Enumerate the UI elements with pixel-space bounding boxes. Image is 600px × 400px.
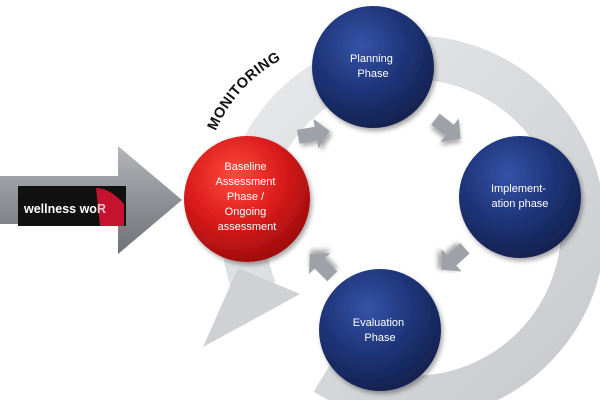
phase-implementation: Implement- ation phase <box>459 136 581 258</box>
planning-line-2: Phase <box>357 68 388 80</box>
arrow-evaluation-to-baseline <box>308 252 338 282</box>
baseline-line-4: Ongoing <box>225 206 267 218</box>
evaluation-line-2: Phase <box>364 332 395 344</box>
planning-line-1: Planning <box>350 53 393 65</box>
baseline-line-3: Phase / <box>227 191 265 203</box>
wellness-works-logo: wellness woR <box>18 186 126 226</box>
baseline-line-5: assessment <box>218 221 277 233</box>
phase-evaluation: Evaluation Phase <box>319 269 441 391</box>
baseline-line-1: Baseline <box>224 161 266 173</box>
svg-text:Implement- ation phase: Implement- ation phase <box>491 183 549 210</box>
svg-text:Planning Phase: Planning Phase <box>350 53 396 80</box>
logo-text-main: wellness wo <box>23 202 97 216</box>
arrow-implementation-to-evaluation <box>441 243 470 272</box>
arrow-planning-to-implementation <box>431 113 461 143</box>
implementation-line-1: Implement- <box>491 183 546 195</box>
evaluation-line-1: Evaluation <box>353 317 404 329</box>
svg-text:wellness woR: wellness woR <box>23 202 106 216</box>
arrow-baseline-to-planning <box>297 118 330 149</box>
logo-text-accent: R <box>97 202 106 216</box>
svg-text:Baseline Assessment: Baseline Assessment Phase / Ongoing asse… <box>216 161 279 233</box>
phase-planning: Planning Phase <box>312 6 434 128</box>
implementation-line-2: ation phase <box>492 198 549 210</box>
svg-text:Evaluation Phase: Evaluation Phase <box>353 317 407 344</box>
baseline-line-2: Assessment <box>216 176 276 188</box>
phase-baseline: Baseline Assessment Phase / Ongoing asse… <box>184 136 310 262</box>
monitoring-ring-arrowhead <box>203 268 300 347</box>
